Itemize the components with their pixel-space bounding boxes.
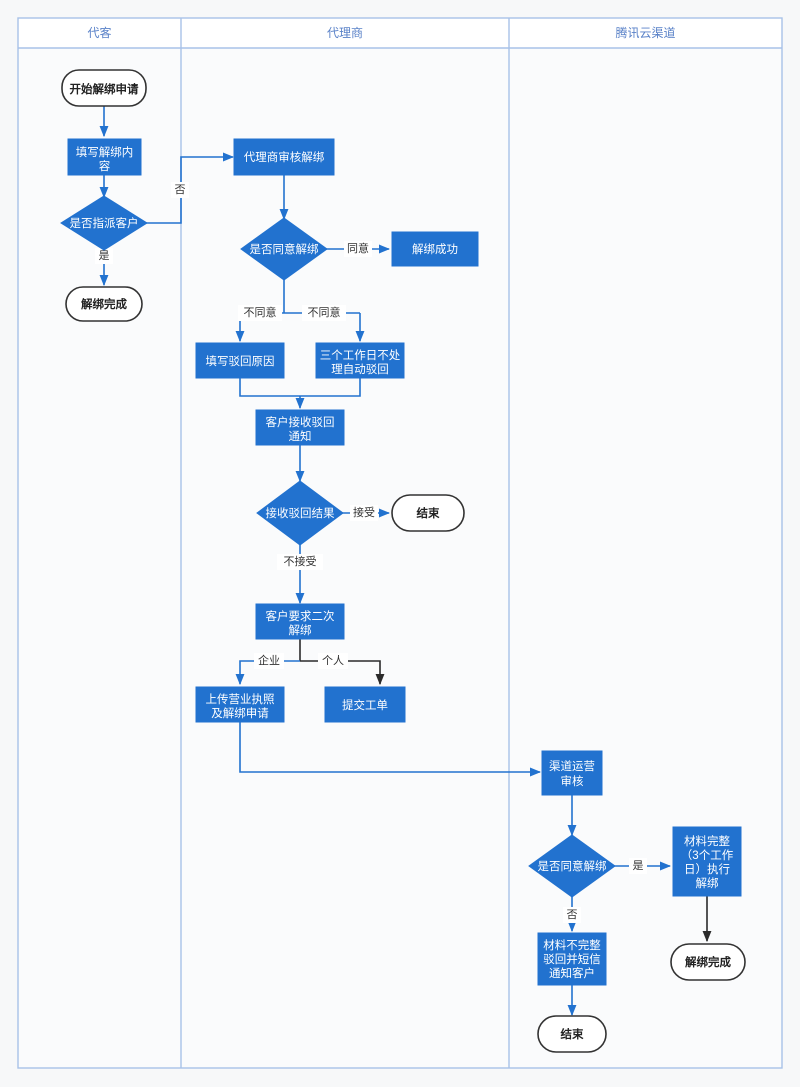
node-auto-reject-three-days[interactable]: 三个工作日不处 理自动驳回: [315, 342, 405, 379]
edge-label-enterprise: 企业: [258, 653, 280, 667]
node-label: 填写驳回原因: [206, 354, 275, 368]
node-customer-receive-reject-notice[interactable]: 客户接收驳回 通知: [255, 409, 345, 446]
node-label: 是否指派客户: [70, 216, 139, 230]
node-label-line-4: 解绑: [696, 876, 719, 890]
node-label-line-3: 通知客户: [549, 966, 595, 980]
node-decision-reject-result[interactable]: 接收驳回结果: [256, 480, 344, 546]
node-label: 是否同意解绑: [250, 242, 319, 256]
node-decision-agree-unbind-channel[interactable]: 是否同意解绑: [528, 834, 616, 898]
node-label: 结束: [416, 506, 440, 520]
lane-title-tencent: 腾讯云渠道: [615, 25, 675, 40]
node-label-line-2: 理自动驳回: [331, 363, 389, 376]
node-label-line-3: 日）执行: [684, 862, 730, 876]
node-label: 接收驳回结果: [266, 506, 335, 520]
node-label-line-1: 材料不完整: [543, 938, 601, 952]
node-material-complete-execute-unbind[interactable]: 材料完整 （3个工作 日）执行 解绑: [672, 826, 742, 897]
swimlane-frame: [17, 17, 783, 1069]
node-label: 结束: [560, 1027, 584, 1041]
node-decision-assign-customer[interactable]: 是否指派客户: [60, 195, 148, 251]
node-label: 解绑成功: [412, 242, 458, 256]
node-label-line-1: 渠道运营: [549, 759, 595, 773]
node-label: 开始解绑申请: [70, 82, 139, 96]
edge-label-accept: 接受: [353, 506, 375, 519]
edge-label-material-no: 否: [567, 909, 578, 921]
node-label-line-2: （3个工作: [681, 849, 734, 862]
node-fill-unbind-content[interactable]: 填写解绑内 容: [67, 138, 142, 176]
node-customer-request-second-unbind[interactable]: 客户要求二次 解绑: [255, 603, 345, 640]
edge-label-agree: 同意: [347, 241, 369, 255]
edge-label-layer: 否 是 同意 不同意 不同意 接受 不接受 企业 个人 是 否: [95, 182, 647, 923]
node-end-lane2[interactable]: 结束: [391, 494, 465, 532]
node-label: 解绑完成: [81, 297, 127, 311]
node-fill-reject-reason[interactable]: 填写驳回原因: [195, 342, 285, 379]
edge-reject-merge-right: [300, 377, 361, 397]
node-label-line-1: 材料完整: [684, 834, 730, 848]
node-label-line-1: 客户接收驳回: [266, 415, 335, 429]
node-label-line-1: 三个工作日不处: [320, 349, 401, 362]
edge-label-personal: 个人: [322, 654, 344, 667]
edge-license-to-channel: [239, 721, 542, 777]
edge-label-assign-no: 否: [175, 184, 186, 196]
node-material-incomplete-reject-sms[interactable]: 材料不完整 驳回并短信 通知客户: [537, 932, 607, 986]
node-label-line-2: 通知: [289, 429, 312, 443]
node-unbind-complete-lane3[interactable]: 解绑完成: [670, 943, 746, 981]
edge-label-not-accept: 不接受: [284, 555, 317, 568]
node-label-line-2: 驳回并短信: [543, 952, 601, 966]
node-label: 代理商审核解绑: [244, 150, 325, 164]
edge-reject-merge-left: [239, 377, 300, 397]
node-submit-ticket[interactable]: 提交工单: [324, 686, 406, 723]
node-label: 是否同意解绑: [538, 859, 607, 873]
lane-title-agent: 代理商: [327, 25, 363, 40]
lane-title-daike: 代客: [87, 25, 111, 40]
node-upload-business-license[interactable]: 上传营业执照 及解绑申请: [195, 686, 285, 723]
edge-label-disagree-1: 不同意: [244, 305, 277, 319]
node-unbind-success[interactable]: 解绑成功: [391, 231, 479, 267]
edge-label-assign-yes: 是: [99, 249, 110, 262]
node-unbind-complete-lane1[interactable]: 解绑完成: [65, 286, 143, 322]
node-end-lane3[interactable]: 结束: [537, 1015, 607, 1053]
node-decision-agree-unbind[interactable]: 是否同意解绑: [240, 217, 328, 281]
node-start-unbind-application[interactable]: 开始解绑申请: [61, 69, 147, 107]
node-agent-review-unbind[interactable]: 代理商审核解绑: [233, 138, 335, 176]
node-label-line-2: 容: [99, 159, 111, 173]
node-label-line-1: 客户要求二次: [266, 609, 335, 623]
edge-label-material-yes: 是: [633, 859, 644, 872]
node-label: 提交工单: [342, 698, 388, 712]
node-label-line-2: 审核: [561, 774, 584, 788]
node-label-line-1: 上传营业执照: [206, 692, 275, 706]
node-channel-operation-review[interactable]: 渠道运营 审核: [541, 750, 603, 796]
node-label: 解绑完成: [685, 955, 731, 969]
node-label-line-2: 及解绑申请: [211, 706, 269, 720]
node-label-line-1: 填写解绑内: [76, 145, 134, 159]
edge-label-disagree-2: 不同意: [308, 305, 341, 319]
node-label-line-2: 解绑: [289, 623, 312, 637]
